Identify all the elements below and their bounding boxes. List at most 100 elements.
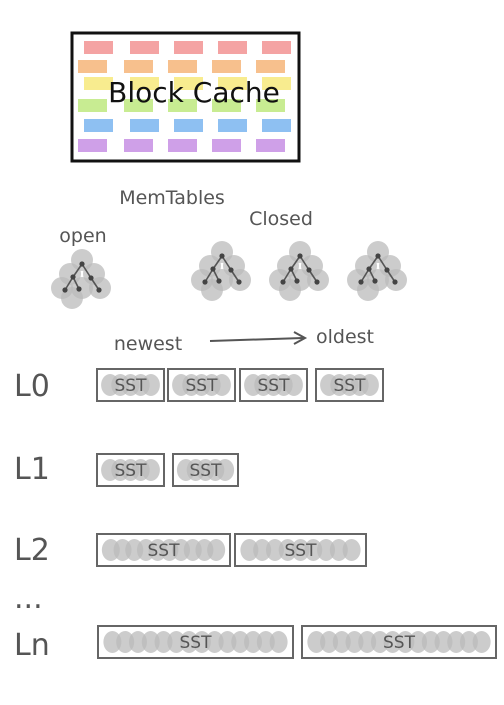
sst-blob [218,631,237,653]
memtable-closed-label: Closed [249,208,313,230]
sst-blob [434,631,453,653]
sst-blob [141,631,160,653]
sst-file: SST [97,625,294,659]
ordering-arrow-shaft [209,337,304,342]
tree-edge [212,255,223,270]
tree-node [96,287,102,293]
block-cache-label: Block Cache [108,76,280,109]
sst-blob [459,631,478,653]
sst-blob [180,631,199,653]
sst-blob [103,631,122,653]
tree-node [88,275,94,281]
newest-label: newest [114,333,182,355]
sst-label: SST [115,376,148,396]
sst-label: SST [148,541,181,561]
cache-block [174,119,203,132]
cache-block [218,119,247,132]
cache-block [130,41,159,54]
tree-node [314,279,320,285]
tree-node-blob [357,279,379,301]
sst-label: SST [190,461,223,481]
sst-blob [192,631,211,653]
cache-block [78,99,107,112]
sst-file: SST [234,533,367,567]
level-label: L2 [14,533,50,568]
cache-block [174,77,203,90]
cache-block [130,119,159,132]
tree-node [392,279,398,285]
closed-memtable-tree [347,241,407,301]
cache-block [124,60,153,73]
block-cache-tiles [78,41,291,152]
memtable-open-label: open [59,225,106,247]
sst-file: SST [96,533,231,567]
sst-label: SST [115,461,148,481]
cache-block [212,139,241,152]
sst-blob [329,539,348,561]
tree-node [297,253,303,259]
cache-block [212,99,241,112]
sst-border [96,533,231,567]
block-cache-border [70,31,301,163]
sst-border [239,368,308,402]
tree-node [216,278,222,284]
tree-edge [290,255,301,270]
tree-node [372,278,378,284]
sst-blob [278,539,297,561]
sst-blob [345,631,364,653]
sst-label: SST [258,376,291,396]
sst-blob [358,631,377,653]
cache-block [218,41,247,54]
sst-blob [383,631,402,653]
sst-blob [320,631,339,653]
closed-memtable-tree [269,241,329,301]
sst-label: SST [383,633,416,653]
sst-blob [154,631,173,653]
sst-file: SST [172,453,239,487]
sst-blob [212,374,231,396]
sst-blob [447,631,466,653]
cache-block [262,77,291,90]
tree-node [219,253,225,259]
cache-block [168,99,197,112]
tree-node [62,287,68,293]
sst-label: SST [186,376,219,396]
tree-node-blob [279,279,301,301]
tree-node [70,274,76,280]
closed-memtable-tree [191,241,251,301]
level-2: L2 SST SST [14,533,367,568]
tree-edge [81,263,92,279]
sst-blob [244,631,263,653]
sst-file: SST [167,368,236,402]
oldest-label: oldest [316,326,374,348]
tree-node [306,267,312,273]
tree-edge [299,255,310,271]
cache-block [78,60,107,73]
memtable-trees [51,241,407,309]
cache-block [256,60,285,73]
block-cache: Block Cache [70,31,301,163]
cache-block [124,139,153,152]
tree-node [210,266,216,272]
cache-block [168,60,197,73]
sst-blob [409,631,428,653]
sst-border [96,368,165,402]
sst-blob [332,631,351,653]
cache-block [84,77,113,90]
level-label: Ln [14,628,50,663]
cache-block [262,119,291,132]
tree-node [280,279,286,285]
sst-blob [360,374,379,396]
sst-blob [141,459,160,481]
sst-file: SST [96,453,165,487]
tree-node [384,267,390,273]
sst-blob [128,631,147,653]
cache-block [78,139,107,152]
cache-block [218,77,247,90]
sst-blob [253,539,272,561]
cache-block [84,41,113,54]
level-4: Ln SST SST [14,625,497,663]
